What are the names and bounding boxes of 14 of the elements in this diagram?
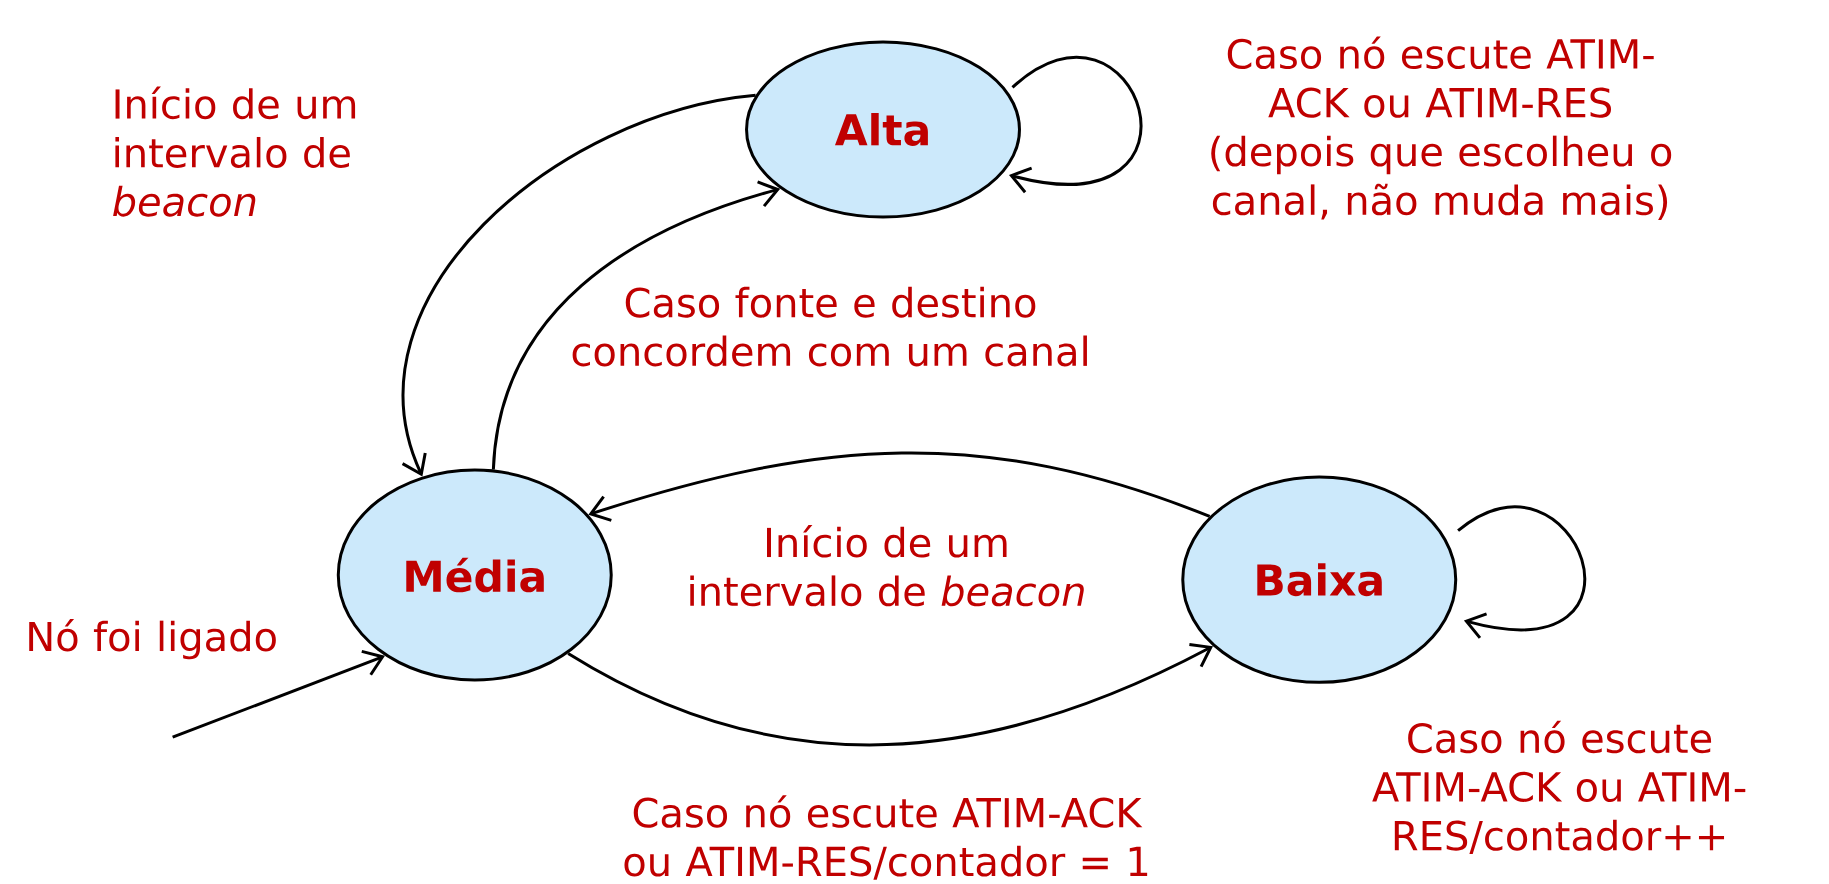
edge-label: Caso nó escute ATIM-ACK ou ATIM-RES (depois que escolheu o canal, não muda mais): [1211, 36, 1672, 220]
arrow: [401, 93, 756, 477]
edge-label: Caso nó escute ATIM-ACK ou ATIM-RES/contador = 1: [624, 795, 1148, 880]
edge-label: Caso nó escute ATIM-ACK ou ATIM-RES/contador++: [1372, 720, 1746, 854]
arrow: [491, 180, 781, 470]
arrow: [588, 451, 1211, 522]
edge-label: Caso fonte e destino concordem com um canal: [572, 286, 1087, 367]
edge-label: Início de um intervalo de beacon: [690, 525, 1084, 607]
arrow: [567, 643, 1213, 747]
arrow: [172, 649, 385, 739]
loop-arrow: [1009, 56, 1143, 194]
edge-label: Início de um intervalo de beacon: [113, 86, 356, 217]
edge-label: Nó foi ligado: [29, 619, 276, 660]
loop-arrow: [1457, 505, 1587, 639]
